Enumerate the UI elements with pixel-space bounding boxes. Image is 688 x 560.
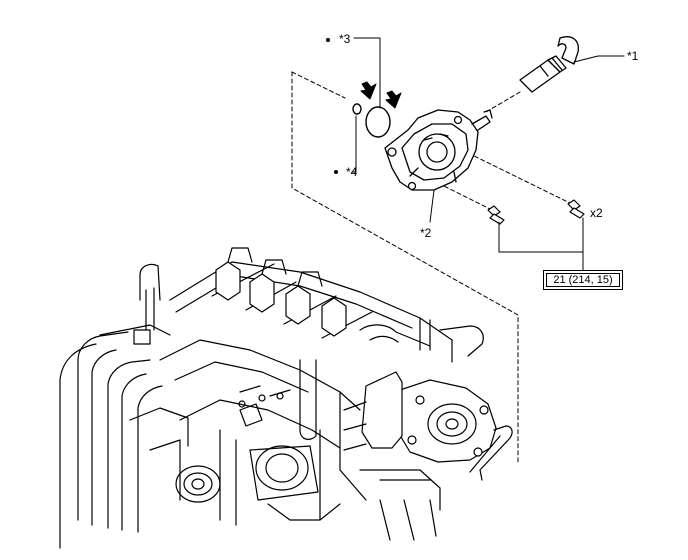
- callout-part3: *3: [339, 32, 351, 46]
- callout-part2: *2: [420, 226, 432, 240]
- callout-part1: *1: [627, 49, 639, 63]
- engine-assembly: [59, 247, 513, 549]
- o-ring-small: [352, 103, 362, 115]
- bolt: [567, 199, 585, 219]
- vacuum-pump: [384, 109, 493, 191]
- dot-icon: [326, 38, 330, 42]
- torque-spec-box: 21 (214, 15): [543, 270, 623, 290]
- torque-spec-label: 21 (214, 15): [546, 273, 620, 287]
- mounting-area-outline: [291, 71, 519, 463]
- hose: [519, 36, 579, 93]
- callout-part4: *4: [346, 165, 358, 179]
- bolt: [487, 205, 505, 225]
- bolt-quantity: x2: [590, 206, 603, 220]
- dot-icon: [334, 170, 338, 174]
- arrow-icon: [360, 81, 402, 109]
- leader-lines: [351, 37, 625, 271]
- o-ring: [365, 106, 391, 138]
- alignment-lines: [431, 91, 579, 213]
